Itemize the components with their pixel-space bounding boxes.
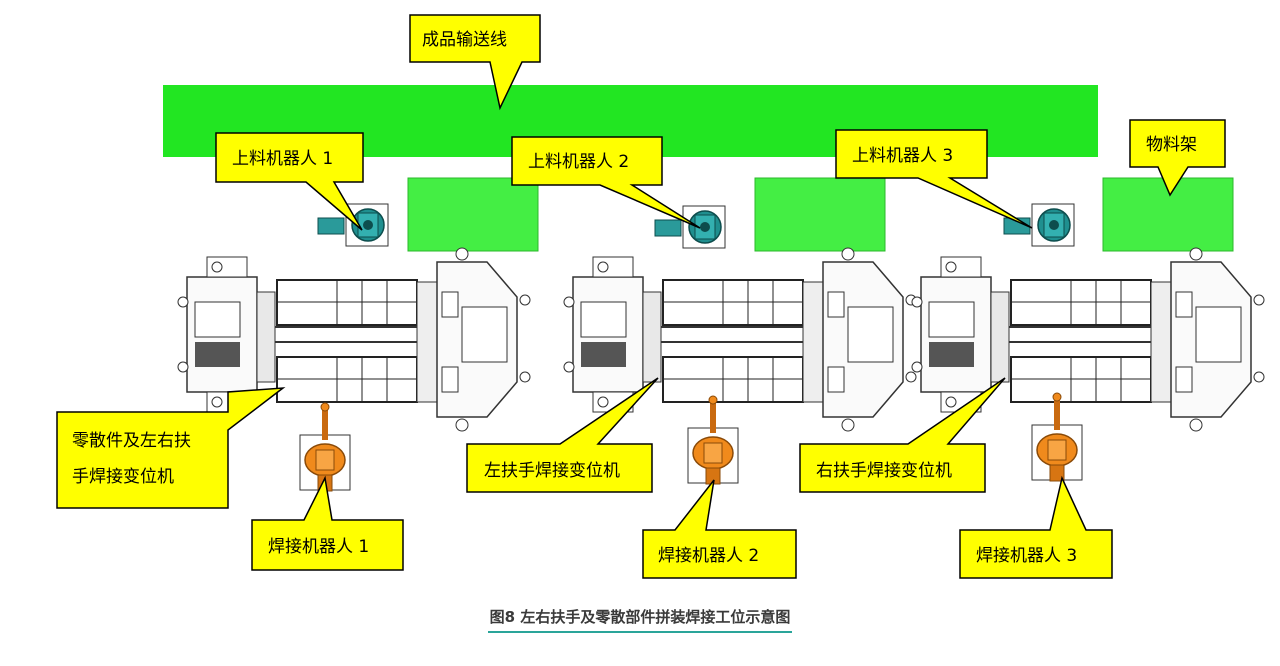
callout-loader-2: 上料机器人 2 <box>511 136 701 229</box>
loader-robot-1 <box>317 203 389 247</box>
callout-loader-1-text: 上料机器人 1 <box>232 149 333 169</box>
figure-caption: 图8 左右扶手及零散部件拼装焊接工位示意图 <box>0 606 1280 633</box>
callout-positioner-1: 零散件及左右扶 手焊接变位机 <box>56 387 286 509</box>
callout-loader-1: 上料机器人 1 <box>215 132 364 231</box>
callout-positioner-2-text: 左扶手焊接变位机 <box>484 461 620 481</box>
figure-caption-text: 图8 左右扶手及零散部件拼装焊接工位示意图 <box>487 606 793 633</box>
callout-loader-3-text: 上料机器人 3 <box>852 146 953 166</box>
welding-robot-2 <box>688 396 738 484</box>
callout-welder-1: 焊接机器人 1 <box>251 475 404 571</box>
callout-conveyor: 成品输送线 <box>409 14 541 111</box>
callout-positioner-3: 右扶手焊接变位机 <box>799 377 1006 493</box>
material-rack-2 <box>754 177 886 252</box>
callout-loader-3: 上料机器人 3 <box>835 129 1033 229</box>
callout-positioner-1-line2: 手焊接变位机 <box>72 467 174 487</box>
callout-positioner-3-text: 右扶手焊接变位机 <box>816 461 952 481</box>
loader-robot-3 <box>1003 203 1075 247</box>
callout-welder-2-text: 焊接机器人 2 <box>658 546 759 566</box>
callout-loader-2-text: 上料机器人 2 <box>528 152 629 172</box>
callout-rack-text: 物料架 <box>1146 135 1197 155</box>
workstation-layout-diagram: 成品输送线 物料架 上料机器人 1 上料机器人 2 上料机器人 3 零散件及左右… <box>56 14 1265 579</box>
callout-welder-2: 焊接机器人 2 <box>642 479 797 579</box>
positioner-unit-3 <box>911 247 1265 432</box>
callout-welder-3-text: 焊接机器人 3 <box>976 546 1077 566</box>
material-rack-1 <box>407 177 539 252</box>
callout-positioner-2: 左扶手焊接变位机 <box>466 377 659 493</box>
positioner-unit-2 <box>563 247 917 432</box>
welding-robot-3 <box>1032 393 1082 481</box>
callout-welder-3: 焊接机器人 3 <box>959 475 1113 579</box>
callout-rack: 物料架 <box>1129 119 1226 197</box>
callout-welder-1-text: 焊接机器人 1 <box>268 537 369 557</box>
callout-positioner-1-line1: 零散件及左右扶 <box>72 431 191 451</box>
callout-conveyor-text: 成品输送线 <box>422 30 507 50</box>
